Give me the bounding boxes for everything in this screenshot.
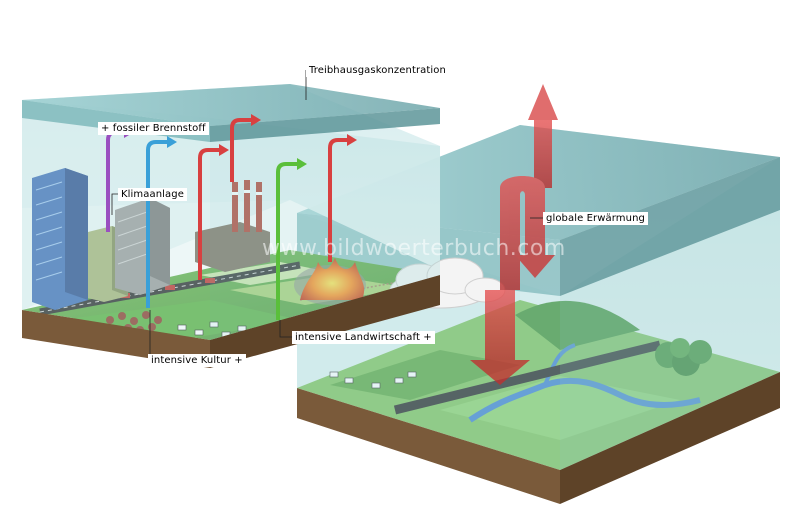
fire-icon [294, 258, 366, 305]
road-icon [393, 340, 662, 415]
right-terrarium [297, 125, 780, 504]
left-terrarium [22, 84, 506, 368]
label-greenhouse-gas-concentration: Treibhausgaskonzentration [306, 64, 449, 77]
river-icon [468, 377, 701, 423]
factory-icon [195, 180, 270, 272]
left-soil [22, 310, 210, 368]
emission-arrows [106, 114, 357, 320]
right-soil [297, 388, 560, 504]
factory-emission-arrow [230, 118, 252, 182]
global-warming-arrow [470, 84, 558, 385]
label-fossil-fuel: + fossiler Brennstoff [98, 122, 209, 135]
air-conditioning-arrow [146, 140, 168, 308]
label-global-warming: globale Erwärmung [543, 212, 648, 225]
traffic-emission-arrow [198, 148, 220, 280]
building-icon [32, 168, 170, 310]
cow-icon [329, 371, 417, 389]
label-intensive-agriculture: intensive Landwirtschaft + [292, 331, 435, 344]
fire-emission-arrow [328, 138, 348, 262]
label-intensive-culture: intensive Kultur + [148, 354, 246, 367]
label-air-conditioning: Klimaanlage [118, 188, 187, 201]
watermark: www.bildwoerterbuch.com [262, 236, 566, 261]
tree-icon [655, 338, 712, 376]
agriculture-arrow [276, 162, 298, 320]
leader-lines [111, 70, 543, 360]
cow-icon [177, 321, 247, 338]
